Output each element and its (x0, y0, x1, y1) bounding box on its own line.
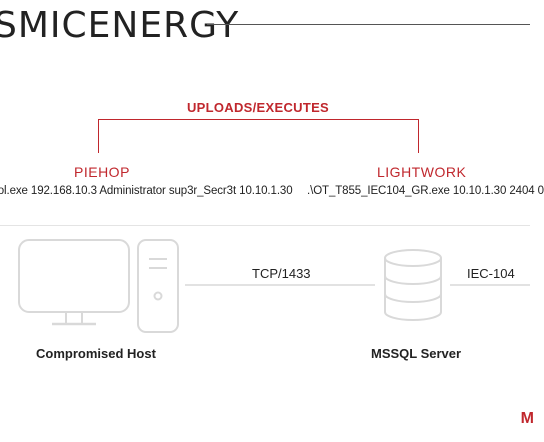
tool-name-lightwork: LIGHTWORK (377, 164, 467, 180)
bracket-left-line (98, 119, 99, 153)
tool-command-lightwork: .\OT_T855_IEC104_GR.exe 10.10.1.30 2404 … (307, 185, 544, 197)
database-icon (384, 249, 442, 321)
uploads-executes-label: UPLOADS/EXECUTES (186, 100, 330, 115)
link-label-tcp1433: TCP/1433 (252, 266, 311, 281)
bracket-right-line (418, 119, 419, 153)
node-label-mssql-server: MSSQL Server (371, 346, 462, 361)
link-label-iec104: IEC-104 (467, 266, 515, 281)
brand-mark: M (520, 410, 534, 427)
monitor-icon (18, 239, 130, 326)
desktop-tower-icon (137, 239, 179, 333)
bracket-top-line (98, 119, 419, 120)
node-label-compromised-host: Compromised Host (36, 346, 156, 361)
section-divider (0, 225, 530, 226)
title-rule (207, 24, 530, 25)
tool-command-piehop: rol.exe 192.168.10.3 Administrator sup3r… (0, 185, 293, 197)
tool-name-piehop: PIEHOP (74, 164, 130, 180)
diagram-title: SMICENERGY (0, 5, 240, 46)
network-diagram-graphics (18, 239, 530, 333)
